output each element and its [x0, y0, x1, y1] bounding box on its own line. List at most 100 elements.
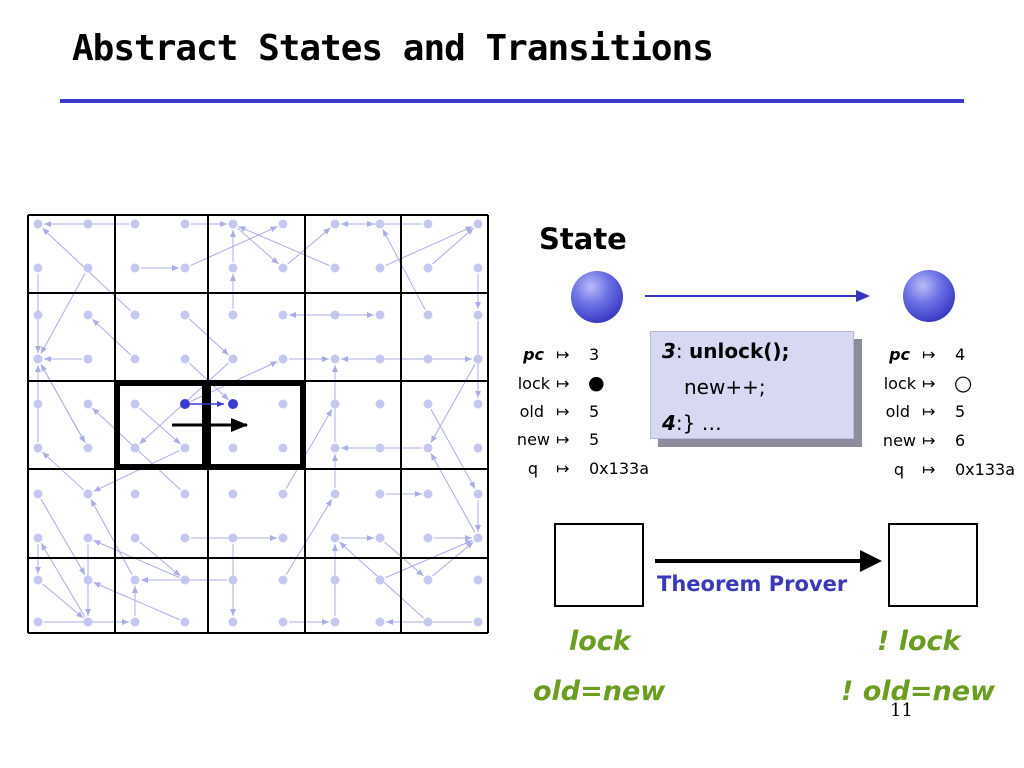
state-dot — [83, 489, 93, 499]
var-name: q — [893, 460, 904, 479]
state-dot — [330, 399, 340, 409]
code-colon: : — [675, 339, 683, 363]
state-dot — [278, 310, 288, 320]
state-dot — [330, 219, 340, 229]
state-dot — [375, 310, 385, 320]
code-line-label: 3 — [662, 339, 676, 363]
var-value: 5 — [589, 430, 600, 449]
state-dot — [130, 263, 140, 273]
pre-predicate-lock: lock — [569, 626, 631, 657]
state-dot — [33, 354, 43, 364]
transition-arrow — [285, 408, 333, 490]
state-dot — [130, 533, 140, 543]
state-dot — [180, 219, 190, 229]
transition-arrow — [42, 451, 84, 491]
state-dot — [473, 219, 483, 229]
mapsto-symbol: ↦ — [922, 431, 936, 450]
state-dot — [180, 263, 190, 273]
transition-arrow — [93, 581, 180, 621]
state-dot — [130, 489, 140, 499]
state-dot — [33, 617, 43, 627]
mapsto-symbol: ↦ — [922, 460, 936, 479]
state-dot — [278, 263, 288, 273]
transition-arrow — [287, 227, 331, 265]
state-dot — [278, 617, 288, 627]
var-name: old — [519, 402, 544, 421]
code-line-2: new++; — [684, 375, 766, 399]
state-dot — [130, 443, 140, 453]
state-dot — [180, 617, 190, 627]
post-predicate-not-old-new: ! old=new — [841, 676, 995, 707]
transition-arrow — [90, 499, 133, 575]
mapsto-symbol: ↦ — [556, 374, 570, 393]
var-name: new — [882, 431, 916, 450]
state-dot — [278, 575, 288, 585]
state-dot — [180, 443, 190, 453]
state-dot — [330, 575, 340, 585]
state-dot — [228, 310, 238, 320]
var-value: 0x133a — [589, 459, 649, 478]
transition-arrow — [42, 583, 84, 619]
state-dot — [473, 263, 483, 273]
state-dot — [375, 219, 385, 229]
state-dot — [228, 575, 238, 585]
state-dot — [278, 354, 288, 364]
state-dot — [83, 617, 93, 627]
state-dot — [278, 219, 288, 229]
state-dot — [180, 575, 190, 585]
mapsto-symbol: ↦ — [922, 345, 936, 364]
var-name: old — [885, 402, 910, 421]
theorem-prover-label: Theorem Prover — [657, 572, 848, 596]
state-dot — [33, 443, 43, 453]
transition-arrow — [430, 363, 476, 444]
state-dot — [278, 443, 288, 453]
mapsto-symbol: ↦ — [922, 374, 936, 393]
state-dot — [33, 533, 43, 543]
state-dot — [130, 399, 140, 409]
state-dot — [330, 354, 340, 364]
state-dot — [375, 443, 385, 453]
state-dot — [83, 310, 93, 320]
highlighted-state-dot — [180, 399, 190, 409]
state-dot — [83, 219, 93, 229]
lock-held-icon: ● — [588, 372, 605, 394]
var-name: lock — [883, 374, 916, 393]
pre-predicate-old-new: old=new — [533, 676, 666, 707]
state-dot — [473, 575, 483, 585]
code-snippet-box: 3: unlock(); new++; 4:} … — [650, 331, 854, 439]
state-dot — [375, 617, 385, 627]
var-name: pc — [889, 345, 910, 364]
transition-arrow — [432, 227, 474, 265]
state-dot — [180, 489, 190, 499]
state-dot — [330, 533, 340, 543]
state-dot — [228, 354, 238, 364]
state-dot — [33, 310, 43, 320]
state-dot — [278, 533, 288, 543]
state-dot — [33, 263, 43, 273]
state-dot — [473, 310, 483, 320]
state-dot — [423, 310, 433, 320]
state-dot — [180, 310, 190, 320]
state-dot — [423, 617, 433, 627]
code-line-1: 3: unlock(); — [662, 339, 790, 363]
mapsto-symbol: ↦ — [556, 402, 570, 421]
state-dot — [330, 443, 340, 453]
state-dot — [423, 575, 433, 585]
prover-output-box — [888, 523, 978, 607]
state-dot — [473, 443, 483, 453]
var-name: new — [516, 430, 550, 449]
state-dot — [375, 354, 385, 364]
state-dot — [278, 399, 288, 409]
code-increment-stmt: new++; — [684, 375, 766, 399]
highlighted-state-dot — [228, 399, 238, 409]
transition-arrow — [139, 407, 181, 445]
state-dot — [228, 443, 238, 453]
transition-arrow — [190, 226, 278, 266]
lock-free-icon: ○ — [954, 371, 973, 395]
state-label: State — [539, 222, 627, 256]
state-dot — [330, 263, 340, 273]
transition-arrow — [40, 363, 86, 444]
state-dot — [375, 575, 385, 585]
state-dot — [130, 219, 140, 229]
state-dot — [330, 617, 340, 627]
